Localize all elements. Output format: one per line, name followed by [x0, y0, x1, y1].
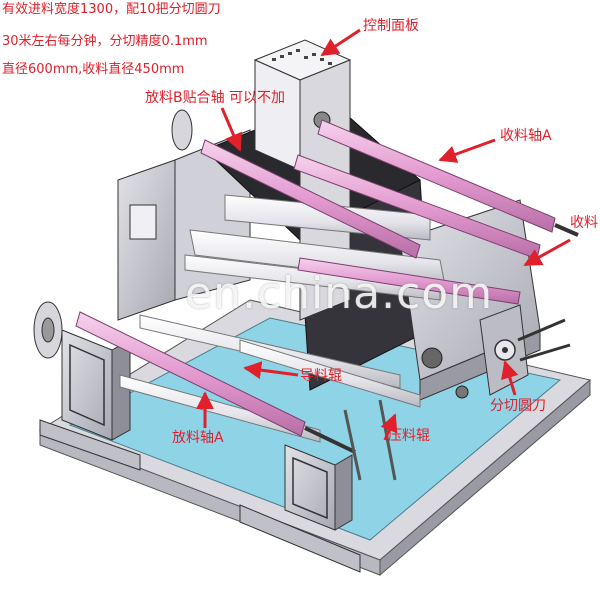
- label-guide-roller: 导料辊: [300, 368, 342, 384]
- label-pressure-roller: 压料辊: [388, 428, 430, 444]
- arrow-laminating-shaft: [220, 107, 242, 152]
- arrow-pressure-roller: [380, 413, 398, 441]
- callout-arrows: [196, 28, 571, 441]
- label-slitting-knife: 分切圆刀: [490, 398, 546, 414]
- pink-shafts: [75, 109, 579, 481]
- arrow-rewind-shaft-a: [438, 138, 496, 163]
- unwind-handwheel: [33, 301, 63, 359]
- arrow-slitting-knife: [501, 360, 519, 396]
- rewind-shaft-b: [293, 154, 541, 305]
- arrow-guide-roller: [243, 361, 299, 380]
- arrow-control-panel: [320, 28, 361, 57]
- spec-line-diameter: 直径600mm,收料直径450mm: [2, 62, 185, 77]
- label-control-panel: 控制面板: [363, 18, 419, 34]
- unwind-shaft-a: [75, 311, 356, 454]
- front-unwind-stand-left: [39, 329, 141, 471]
- arrow-rewind-partial: [523, 238, 571, 267]
- unwind-b-laminating-shaft: [171, 109, 421, 259]
- watermark: en.china.com: [185, 268, 494, 319]
- spec-line-width: 有效进料宽度1300，配10把分切圆刀: [2, 2, 221, 17]
- spec-line-speed: 30米左右每分钟，分切精度0.1mm: [2, 34, 208, 49]
- front-unwind-stand-right: [239, 444, 361, 573]
- label-unwind-shaft-a: 放料轴A: [172, 430, 224, 446]
- label-rewind-partial: 收料: [570, 215, 598, 231]
- control-panel-buttons: [272, 49, 332, 65]
- label-unwind-b-laminating-shaft: 放料B贴合轴 可以不加: [145, 90, 286, 106]
- label-rewind-shaft-a: 收料轴A: [500, 128, 552, 144]
- rewind-shaft-a: [317, 119, 579, 237]
